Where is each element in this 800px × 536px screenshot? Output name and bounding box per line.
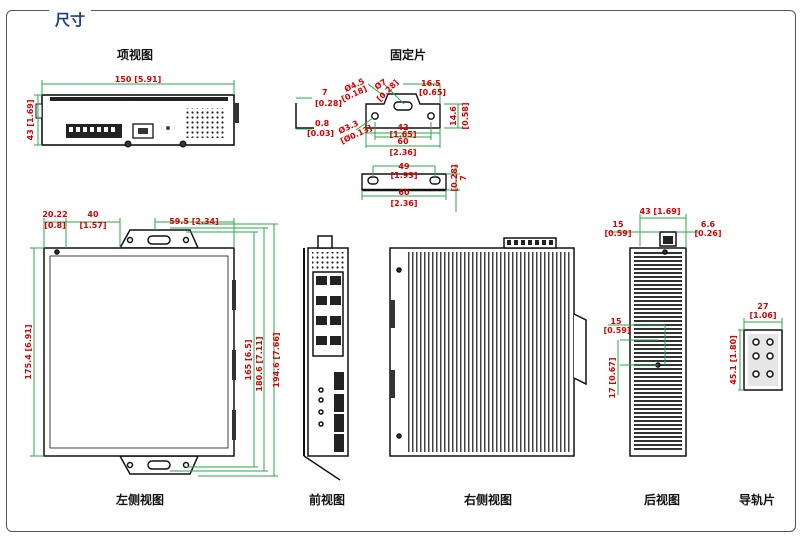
heat-sink-fins-right <box>512 252 572 452</box>
bracket-side-profile <box>295 103 314 129</box>
dim-br-08: 0.8 <box>315 119 330 128</box>
top-view <box>35 94 239 148</box>
dim-top-width: 150 [5.91] <box>115 75 162 84</box>
dim-br-165: 16.5 <box>421 79 441 88</box>
dim-br-42: 42 <box>397 123 408 132</box>
rear-view <box>629 231 687 457</box>
dim-br-165-in: [0.65] <box>419 88 446 97</box>
dim-br-60: 60 <box>397 137 409 146</box>
rear-fins <box>634 252 682 452</box>
dim-left-1946: 194.6 [7.66] <box>272 332 281 387</box>
dim-br-7-in: [0.28] <box>315 99 342 108</box>
caption-bracket: 固定片 <box>389 48 427 62</box>
left-view <box>43 229 236 475</box>
rail-clip <box>743 329 783 391</box>
dim-br2-60-in: [2.36] <box>390 199 417 208</box>
dim-br2-7-in: [0.28] <box>450 164 459 191</box>
dim-rail-27: 27 <box>757 302 768 311</box>
bracket-top <box>365 93 441 129</box>
dim-br-42-in: [1.65] <box>389 130 416 139</box>
caption-left-view: 左侧视图 <box>115 493 165 507</box>
dim-br-146-in: [0.58] <box>461 102 470 129</box>
dim-br-146: 14.6 <box>449 106 458 126</box>
dim-left-1806: 180.6 [7.11] <box>255 336 264 391</box>
heat-sink-fins-left <box>408 252 512 452</box>
dim-rail-451: 45.1 [1.80] <box>729 335 738 385</box>
dim-br-60-in: [2.36] <box>389 148 416 157</box>
dim-rear-17: 17 [0.67] <box>608 358 617 399</box>
dim-rail-27-in: [1.06] <box>749 311 776 320</box>
dim-rear-66: 6.6 <box>701 220 716 229</box>
bracket-front <box>361 173 447 192</box>
vent-grid <box>185 108 225 138</box>
caption-front-view: 前视图 <box>308 493 346 507</box>
rear-view-dims <box>608 214 700 395</box>
caption-right-view: 右侧视图 <box>463 493 513 507</box>
bracket-front-dims <box>361 164 460 212</box>
dim-left-2022: 20.22 <box>42 210 67 219</box>
dim-br-08-in: [0.03] <box>307 129 334 138</box>
dim-rear-15a-in: [0.59] <box>604 229 631 238</box>
dim-left-165: 165 [6.5] <box>244 340 253 381</box>
caption-top-view: 项视图 <box>116 48 154 62</box>
dim-br2-60: 60 <box>398 188 410 197</box>
right-view <box>389 237 587 457</box>
drawing-frame: 尺寸 <box>6 9 796 532</box>
dim-rear-15b-in: [0.59] <box>603 326 630 335</box>
sfp-ports <box>334 372 344 452</box>
section-title: 尺寸 <box>49 9 92 30</box>
dim-left-40-in: [1.57] <box>79 221 106 230</box>
dim-br-7: 7 <box>322 88 328 97</box>
top-view-dims <box>34 80 235 146</box>
dim-br2-49: 49 <box>398 162 410 171</box>
dim-rear-43: 43 [1.69] <box>640 207 681 216</box>
dim-left-40: 40 <box>87 210 99 219</box>
caption-rail: 导轨片 <box>738 493 776 507</box>
dim-br2-7: 7 <box>459 175 468 181</box>
dim-left-595: 59.5 [2.34] <box>169 217 219 226</box>
dim-left-2022-in: [0.8] <box>44 221 65 230</box>
left-view-dims <box>30 218 278 477</box>
bracket-dims <box>296 83 462 148</box>
dim-rear-66-in: [0.26] <box>694 229 721 238</box>
caption-rear-view: 后视图 <box>643 493 681 507</box>
dim-rear-15a: 15 <box>612 220 624 229</box>
dim-rear-15b: 15 <box>610 317 622 326</box>
dim-top-height: 43 [1.69] <box>26 100 35 141</box>
ethernet-ports <box>316 276 341 345</box>
dim-left-1754: 175.4 [6.91] <box>24 324 33 379</box>
rail-clip-dims <box>738 318 783 391</box>
front-view <box>303 235 349 481</box>
dim-br2-49-in: [1.93] <box>390 171 417 180</box>
